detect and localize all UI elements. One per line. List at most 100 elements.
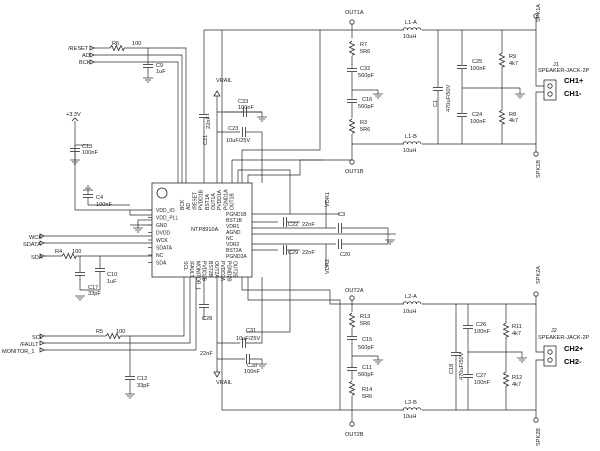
monitor-label: MONITOR_1 — [2, 349, 35, 355]
ic-pin-bottom: SCL — [182, 261, 188, 271]
r14-label: R14 — [362, 387, 372, 393]
r4-label: R4 — [55, 249, 62, 255]
c11-label: C11 — [362, 365, 372, 371]
out1b-label: OUT1B — [345, 169, 364, 175]
top-power-network: VRAIL C33 100nF C23 10uF/25V C21 22nF — [198, 29, 352, 183]
input-network: /RESET AD BCK R6 100 C9 1uF +3.3V C13 10… — [2, 41, 197, 399]
l1a-value: 10uH — [403, 34, 416, 40]
c18-label: C18 — [449, 364, 455, 374]
ic-pin-left: GND — [156, 223, 168, 229]
c4-label: C4 — [96, 195, 103, 201]
vdr1-label: VDR1 — [325, 192, 331, 207]
c22-value: 22nF — [302, 222, 315, 228]
c25-value: 100nF — [470, 66, 486, 72]
c11-value: 560pF — [358, 372, 374, 378]
c29-value: 22nF — [302, 250, 315, 256]
r12-value: 4k7 — [512, 382, 521, 388]
ic-pin-left: WCK — [156, 238, 168, 244]
l2a-label: L2-A — [405, 294, 417, 300]
ic-pin-bottom: PVDD2A — [219, 261, 225, 282]
c3-label: C3 — [338, 212, 345, 218]
out2b-label: OUT2B — [345, 432, 364, 438]
spk2b-label: SPK2B — [536, 428, 542, 446]
ic-pin-top: OUT1A — [211, 193, 217, 210]
ic-body — [151, 182, 253, 278]
ic-pin-right: NC — [226, 236, 234, 242]
ic-pin-bottom: OUT2B — [232, 261, 238, 278]
r5-value: 100 — [116, 329, 125, 335]
c1-label: C1 — [433, 100, 439, 107]
r5-label: R5 — [96, 329, 103, 335]
out1a-label: OUT1A — [345, 10, 364, 16]
ch2p-label: CH2+ — [564, 344, 584, 353]
c15-value: 560pF — [358, 345, 374, 351]
c12-label: C12 — [137, 376, 147, 382]
sdata-label: SDATA — [23, 242, 41, 248]
c23-value: 10uF/25V — [226, 138, 251, 144]
r7-value: 5R6 — [360, 49, 370, 55]
c26-value: 100nF — [474, 329, 490, 335]
fault-label: /FAULT — [20, 342, 39, 348]
amplifier-ic: NTP8910A VDD_IOVDD_PLLGNDDVDDWCKSDATANCS… — [148, 182, 253, 290]
ic-pin-left: SDATA — [156, 245, 173, 251]
ic-pin-top: PVDD1B — [199, 189, 205, 210]
c33-label: C33 — [238, 99, 248, 105]
c13-value: 100nF — [82, 150, 98, 156]
ic-pin-right: PGND1B — [226, 212, 247, 218]
c29-label: C29 — [288, 250, 298, 256]
ic-pin-bottom: MONITOR_1 — [194, 261, 200, 290]
ic-pin-left: NC — [156, 253, 164, 259]
j1-connector — [543, 79, 557, 101]
ic-pin-bottom: OUT2A — [213, 261, 219, 278]
j1-label: J1 — [553, 62, 559, 68]
ch2m-label: CH2- — [564, 357, 582, 366]
reset-label: /RESET — [68, 46, 89, 52]
vdr-network: C22 22nF C3 C20 C29 22nF VDR1 VDR2 — [231, 159, 396, 333]
c28-label: C28 — [202, 316, 212, 322]
r13-value: 5R6 — [360, 321, 370, 327]
output-channel-2: OUT2A L2-A 10uH R13 5R6 C15 560pF C11 56… — [345, 266, 590, 446]
c24-label: C24 — [472, 112, 482, 118]
ic-pin-top: /RESET — [192, 192, 198, 210]
c31-label: C31 — [246, 328, 256, 334]
ic-pin-top: PGND1A — [223, 189, 229, 210]
c17-value: 33pF — [88, 291, 101, 297]
j2-connector — [543, 345, 557, 367]
vrail-top-label: VRAIL — [216, 78, 232, 84]
output-channel-1: OUT1A L1-A 10uH R7 5R6 C32 560pF C16 560… — [345, 4, 590, 178]
c27-value: 100nF — [474, 380, 490, 386]
r8-value: 4k7 — [509, 118, 518, 124]
l2a-value: 10uH — [403, 309, 416, 315]
ch1m-label: CH1- — [564, 89, 582, 98]
r11-value: 4k7 — [512, 331, 521, 337]
r6-label: R6 — [112, 41, 119, 47]
c21-value: 22nF — [206, 116, 212, 129]
c9-value: 1uF — [156, 69, 166, 75]
wck-label: WCK — [29, 235, 42, 241]
c33-value: 100nF — [238, 105, 254, 111]
c31-value: 10uF/25V — [236, 336, 261, 342]
r3-value: 5R6 — [360, 127, 370, 133]
r6-value: 100 — [132, 41, 141, 47]
j2-value: SPEAKER-JACK-2P — [538, 335, 590, 341]
r4-value: 100 — [72, 249, 81, 255]
v33-label: +3.3V — [66, 112, 81, 118]
spk1a-label: SPK1A — [536, 4, 542, 22]
c10-label: C10 — [107, 272, 117, 278]
l1b-value: 10uH — [403, 148, 416, 154]
ic-pin-top: BST1A — [205, 193, 211, 210]
bck-label: BCK — [79, 60, 91, 66]
j2-label: J2 — [551, 328, 557, 334]
c4-value: 100nF — [96, 202, 112, 208]
ic-name: NTP8910A — [191, 227, 219, 233]
c1-value: 470uF/50V — [446, 84, 452, 112]
r9-value: 4k7 — [509, 61, 518, 67]
c15-label: C15 — [362, 337, 372, 343]
c32-label: C32 — [360, 66, 370, 72]
r9-label: R9 — [509, 54, 516, 60]
